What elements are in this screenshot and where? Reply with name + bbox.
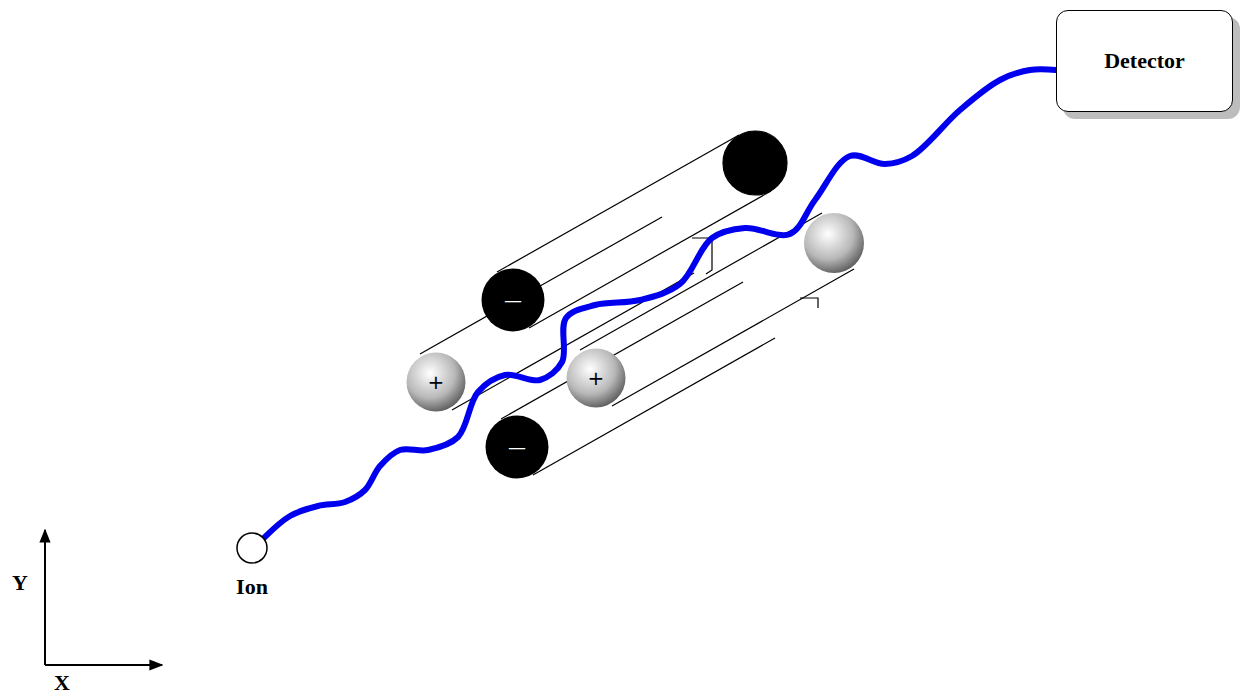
axis-label: X [54,670,70,696]
detector-box: Detector [1056,10,1233,112]
rod-end: + [406,352,466,412]
polarity-minus: — [504,291,522,309]
axes [45,530,162,665]
axis-label: Y [12,570,28,596]
ion-trajectory [264,69,1056,537]
polarity-plus: + [428,372,445,392]
rod-end: — [485,415,549,479]
rod-end: + [566,348,626,408]
rod-end: — [481,268,545,332]
detector-label: Detector [1104,48,1185,74]
ion-outline [236,532,268,564]
ion-label: Ion [236,574,268,600]
ion-circle: Ion [236,532,268,564]
polarity-minus: — [508,438,526,456]
polarity-plus: + [588,368,605,388]
